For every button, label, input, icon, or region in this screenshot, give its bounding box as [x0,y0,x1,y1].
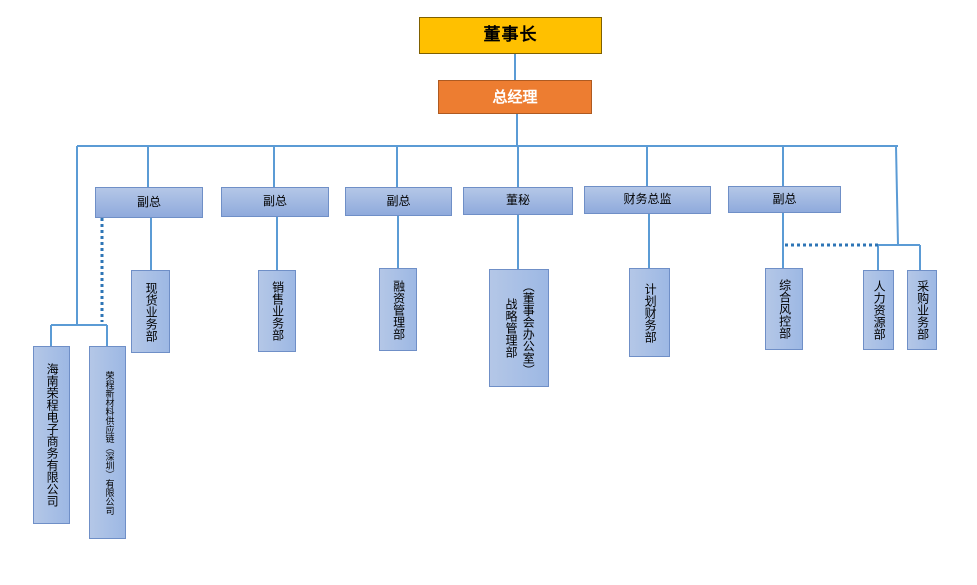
planning-finance-dept-box: 计划财务部 [629,268,670,357]
board-secretary-box: 董秘 [463,187,573,215]
cfo-box: 财务总监 [584,186,711,214]
hainan-subsidiary-box: 海南荣程电子商务有限公司 [33,346,70,524]
strategy-dept-line-2: 战略管理部 [504,298,518,358]
sales-dept-box: 销售业务部 [258,270,296,352]
strategy-dept-box: （董事会办公室） 战略管理部 [489,269,549,387]
shenzhen-subsidiary-box: 荣程新材料供应链（深圳）有限公司 [89,346,126,539]
vice-president-box-1: 副总 [95,187,203,218]
vice-president-box-3: 副总 [345,187,452,216]
financing-dept-box: 融资管理部 [379,268,417,351]
procurement-dept-box: 采购业务部 [907,270,937,350]
spot-trading-dept-box: 现货业务部 [131,270,170,353]
vice-president-box-2: 副总 [221,187,329,217]
chairman-box: 董事长 [419,17,602,54]
hr-dept-box: 人力资源部 [863,270,894,350]
strategy-dept-line-1: （董事会办公室） [521,280,536,376]
vice-president-box-4: 副总 [728,186,841,213]
risk-control-dept-box: 综合风控部 [765,268,803,350]
general-manager-box: 总经理 [438,80,592,114]
